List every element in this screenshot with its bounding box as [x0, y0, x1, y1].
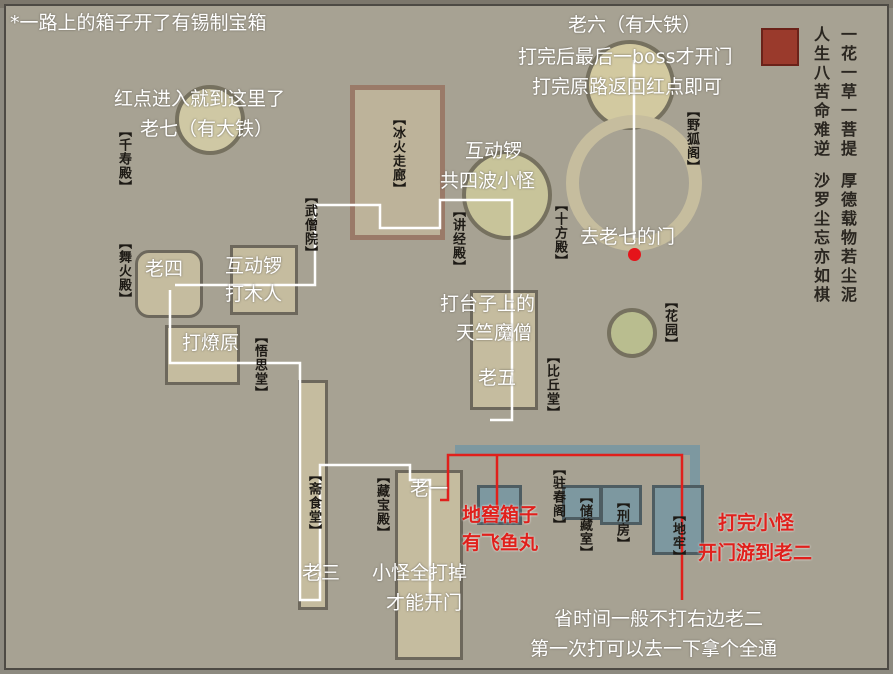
label-sutra-hall: 【讲经殿】 — [450, 204, 465, 274]
label-dance-fire: 【舞火殿】 — [116, 236, 131, 306]
label-ten-hall: 【十方殿】 — [552, 198, 567, 268]
note-cellar-line2: 有飞鱼丸 — [462, 532, 539, 554]
label-think-hall: 【悟思堂】 — [252, 330, 267, 400]
label-top-left-hall: 【千寿殿】 — [116, 124, 131, 194]
note-boss6-line1: 打完后最后一boss才开门 — [518, 46, 733, 68]
label-torture: 【刑房】 — [614, 495, 629, 551]
poem-col4: 沙罗尘忘亦如棋 — [811, 172, 830, 305]
room-top-left-hall[interactable] — [175, 85, 245, 155]
red-dot-marker[interactable] — [628, 248, 641, 261]
label-dungeon: 【地牢】 — [670, 508, 685, 564]
label-top-pavilion: 【野狐阁】 — [684, 104, 699, 174]
note-boss3: 老三 — [302, 562, 341, 584]
white-route-lower — [168, 290, 432, 602]
note-boss5: 老五 — [478, 367, 517, 389]
room-torture[interactable] — [600, 485, 642, 525]
note-skip-line2: 第一次打可以去一下拿个全通 — [530, 638, 778, 660]
note-boss7: 老七（有大铁） — [140, 118, 274, 140]
label-ice-fire-corridor: 【冰火走廊】 — [390, 112, 405, 196]
room-garden[interactable] — [607, 308, 657, 358]
note-dungeon-line1: 打完小怪 — [718, 512, 795, 534]
note-monk-line1: 打台子上的 — [440, 293, 536, 315]
note-gong-line2: 共四波小怪 — [440, 170, 536, 192]
poem-col2: 人生八苦命难逆 — [811, 26, 830, 159]
label-cellar: 【驻春阁】 — [550, 462, 565, 532]
note-door-to-7: 去老七的门 — [580, 226, 676, 248]
room-warrior-monk[interactable] — [230, 245, 298, 315]
note-boss6-title: 老六（有大铁） — [568, 14, 702, 36]
note-boss1: 老一 — [410, 478, 449, 500]
note-dungeon-line2: 开门游到老二 — [698, 542, 813, 564]
room-dungeon[interactable] — [652, 485, 704, 555]
room-ten-hall[interactable] — [462, 150, 552, 240]
note-chest-tip: *一路上的箱子开了有锡制宝箱 — [10, 12, 267, 34]
note-red-dot: 红点进入就到这里了 — [114, 88, 286, 110]
room-cellar[interactable] — [477, 485, 522, 525]
room-ice-fire-corridor[interactable] — [350, 85, 445, 240]
white-route-main — [175, 198, 514, 422]
note-minions-line1: 小怪全打掉 — [372, 562, 468, 584]
label-treasure-hall: 【藏宝殿】 — [374, 470, 389, 540]
note-minions-line2: 才能开门 — [386, 592, 463, 614]
label-storage: 【储藏室】 — [577, 490, 592, 560]
label-garden: 【花园】 — [662, 295, 677, 351]
poem-col3: 厚德载物若尘泥 — [838, 172, 857, 305]
label-bhikkhu-hall: 【比丘堂】 — [544, 350, 559, 420]
seal-stamp — [761, 28, 799, 66]
poem-col1: 一花一草一菩提 — [838, 26, 857, 159]
note-boss4: 老四 — [145, 258, 184, 280]
note-gong-line1: 互动锣 — [465, 140, 523, 162]
label-warrior-monk: 【武僧院】 — [302, 190, 317, 260]
note-gong2-line2: 打木人 — [225, 283, 283, 305]
room-think-hall[interactable] — [165, 325, 240, 385]
note-cellar-line1: 地窖箱子 — [462, 504, 539, 526]
note-gong2-line1: 互动锣 — [225, 255, 283, 277]
red-route — [440, 453, 684, 600]
note-boss6-line2: 打完原路返回红点即可 — [532, 76, 723, 98]
note-monk-line2: 天竺魔僧 — [456, 322, 533, 344]
label-dining-hall: 【斋食堂】 — [306, 468, 321, 538]
room-sutra-hall[interactable] — [470, 290, 538, 410]
corridor-outline — [455, 445, 700, 485]
note-skip-line1: 省时间一般不打右边老二 — [554, 608, 764, 630]
note-liaoyuan: 打燎原 — [182, 332, 240, 354]
